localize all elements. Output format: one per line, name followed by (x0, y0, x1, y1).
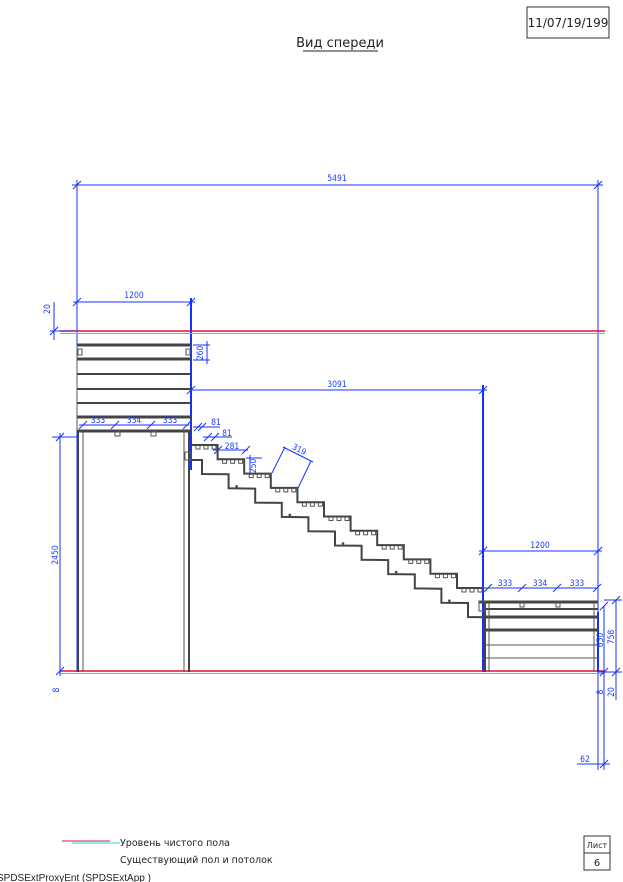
svg-text:334: 334 (127, 416, 142, 426)
dim-step-details: 81 81 281 (193, 418, 251, 455)
dim-step-diagonal: 319 (271, 442, 314, 489)
dim-riser: 250 (246, 455, 262, 475)
drawing-code: 11/07/19/199 (528, 16, 609, 30)
code-box (526, 6, 610, 39)
svg-text:333: 333 (570, 579, 585, 589)
svg-text:20: 20 (43, 304, 53, 314)
dim-top-offset: 20 (43, 302, 76, 340)
dim-flight-length: 3091 (186, 380, 488, 395)
svg-text:Лист: Лист (587, 841, 608, 850)
lower-landing (478, 600, 598, 672)
dim-lower-spacing: 333 334 333 (483, 579, 602, 593)
svg-text:334: 334 (533, 579, 548, 589)
stringer-bolt (288, 513, 292, 517)
sheet-box: Лист 6 (583, 835, 611, 871)
svg-text:319: 319 (290, 442, 308, 458)
stair-lower-profile (191, 459, 487, 619)
stringer-bolt (341, 542, 345, 545)
svg-text:5491: 5491 (327, 174, 347, 184)
dim-lower-landing-width: 1200 (478, 541, 603, 556)
svg-text:3091: 3091 (327, 380, 347, 390)
dim-height: 2450 8 (51, 432, 78, 692)
svg-text:1200: 1200 (124, 291, 144, 301)
dim-upper-slat: 260 (193, 341, 210, 364)
svg-text:333: 333 (163, 416, 178, 426)
legend-item: Уровень чистого пола (120, 838, 230, 849)
legend: Уровень чистого пола Существующий пол и … (62, 838, 273, 866)
dim-right-stack: 650 758 8 20 62 (577, 595, 622, 770)
svg-text:8: 8 (596, 689, 606, 694)
svg-text:758: 758 (607, 630, 617, 645)
svg-text:6: 6 (594, 858, 600, 869)
svg-text:333: 333 (498, 579, 513, 589)
svg-text:250: 250 (249, 459, 259, 474)
stair-upper-profile (191, 444, 484, 589)
svg-text:281: 281 (225, 442, 240, 452)
stair-flight (191, 444, 487, 619)
footer-text: SPDSExtProxyEnt (SPDSExtApp ) (0, 873, 151, 882)
svg-text:8: 8 (52, 687, 62, 692)
svg-text:81: 81 (211, 418, 221, 428)
view-title: Вид спереди (296, 36, 384, 51)
upper-landing (76, 343, 192, 672)
svg-text:333: 333 (91, 416, 106, 426)
svg-text:20: 20 (607, 687, 617, 697)
svg-text:81: 81 (222, 429, 232, 439)
stringer-bolt (448, 599, 451, 602)
svg-text:62: 62 (580, 755, 590, 765)
dim-total-width: 5491 (72, 174, 603, 190)
svg-text:2450: 2450 (51, 545, 61, 565)
svg-text:260: 260 (196, 346, 206, 361)
extension-lines (76, 180, 622, 770)
legend-item: Существующий пол и потолок (120, 855, 273, 866)
stringer-bolt (235, 485, 238, 488)
dim-upper-landing-width: 1200 (72, 291, 196, 307)
dim-upper-spacing: 333 334 333 (78, 416, 192, 430)
svg-text:650: 650 (596, 633, 606, 648)
svg-text:1200: 1200 (530, 541, 550, 551)
stringer-bolt (394, 570, 398, 574)
